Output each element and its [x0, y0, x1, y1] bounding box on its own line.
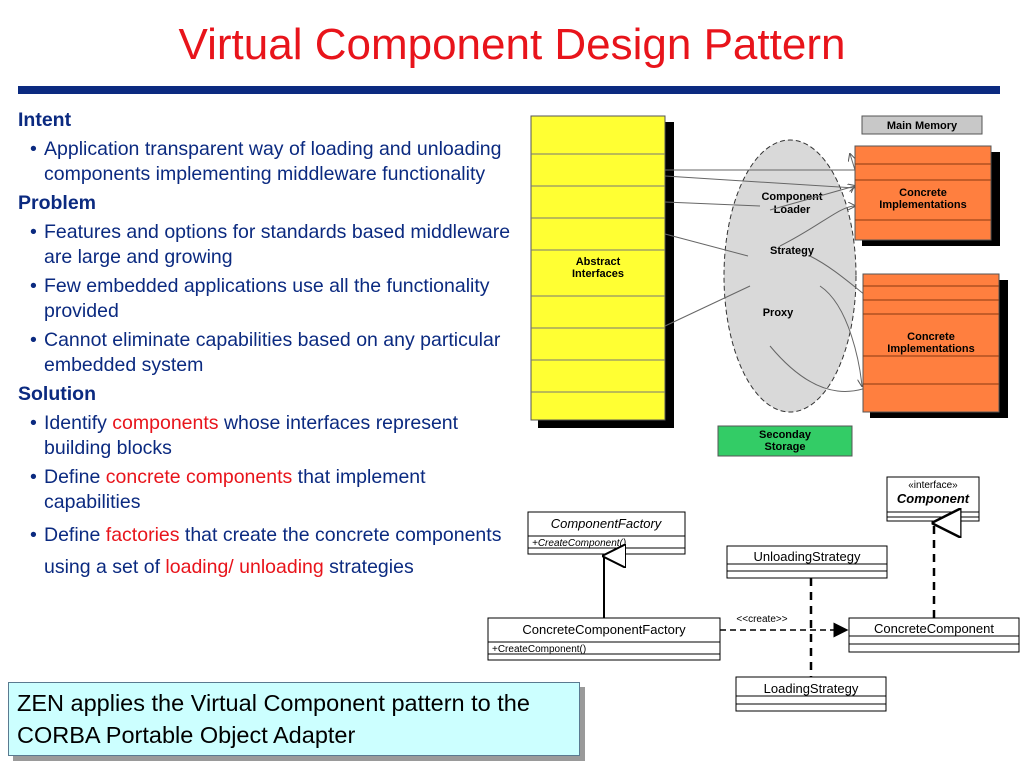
title-rule	[18, 86, 1000, 94]
bullet-text: that create the concrete components usin…	[44, 524, 502, 578]
secondary-storage-box	[717, 425, 853, 457]
main-memory-label: Main Memory	[887, 120, 958, 132]
uml-concrete-component: ConcreteComponent	[848, 617, 1020, 653]
interface-stereotype: «interface»	[908, 480, 958, 491]
bullet-text: Identify	[44, 412, 113, 434]
intent-heading: Intent	[18, 109, 72, 131]
concrete-implementations-box-2: Concrete Implementations	[862, 273, 1008, 418]
bullet-dot: •	[30, 329, 37, 351]
bullet-dot: •	[30, 466, 37, 488]
abstract-interfaces-box: Abstract Interfaces	[530, 115, 674, 428]
intent-bullet-1: • Application transparent way of loading …	[18, 137, 518, 187]
component-label: Component	[897, 491, 970, 506]
proxy-label: Proxy	[763, 307, 794, 319]
factory-label: ComponentFactory	[551, 516, 663, 531]
bullet-text: Features and options for standards based…	[44, 221, 511, 268]
main-memory-box	[861, 115, 983, 135]
highlight-text: factories	[105, 524, 180, 546]
bullet-text: Cannot eliminate capabilities based on a…	[44, 329, 501, 376]
uml-component-interface: «interface» Component	[886, 476, 980, 522]
concrete-label-2a: Concrete	[907, 331, 955, 343]
bullet-dot: •	[30, 275, 37, 297]
strategy-label: Strategy	[770, 245, 815, 257]
concrete-label-1b: Implementations	[879, 199, 966, 211]
abstract-label-1: Abstract	[576, 256, 621, 268]
storage-label-2: Storage	[765, 441, 806, 453]
slide-title: Virtual Component Design Pattern	[178, 20, 846, 69]
bullet-dot: •	[30, 412, 37, 434]
loading-label: LoadingStrategy	[764, 681, 859, 696]
bullet-text: Define	[44, 466, 106, 488]
loader-diagram: Abstract Interfaces Component Loader Str…	[530, 115, 1008, 457]
uml-loading-strategy: LoadingStrategy	[735, 676, 887, 712]
loader-label-2: Loader	[774, 204, 811, 216]
problem-heading: Problem	[18, 192, 97, 214]
bullet-text: that implement capabilities	[44, 466, 426, 513]
concrete-implementations-box-1: Concrete Implementations	[854, 145, 1000, 246]
uml-concrete-component-factory: ConcreteComponentFactory +CreateComponen…	[487, 617, 721, 661]
zen-callout: ZEN applies the Virtual Component patter…	[8, 682, 580, 756]
bullet-text: Few embedded applications use all the fu…	[44, 275, 490, 322]
concrete-label-1a: Concrete	[899, 187, 947, 199]
problem-bullet-3: • Cannot eliminate capabilities based on …	[18, 328, 518, 378]
bullet-text: Define	[44, 524, 106, 546]
highlight-text: loading/ unloading	[165, 556, 324, 578]
bullet-text: Application transparent way of loading a…	[44, 138, 502, 185]
bullet-text: strategies	[323, 556, 414, 578]
bullet-text: whose interfaces represent building bloc…	[44, 412, 459, 459]
problem-bullet-2: • Few embedded applications use all the f…	[18, 274, 518, 324]
highlight-text: components	[112, 412, 219, 434]
create-label: <<create>>	[736, 614, 787, 625]
concrete-label-2b: Implementations	[887, 343, 974, 355]
solution-bullet-2: • Define concrete components that impleme…	[18, 465, 518, 515]
component-loader-ellipse	[723, 139, 857, 413]
uml-component-factory: ComponentFactory +CreateComponent()	[527, 511, 686, 555]
problem-bullet-1: • Features and options for standards base…	[18, 220, 518, 270]
bullet-dot: •	[30, 221, 37, 243]
loader-label-1: Component	[761, 191, 822, 203]
uml-diagram: «interface» Component ComponentFactory +…	[487, 476, 1020, 712]
uml-unloading-strategy: UnloadingStrategy	[726, 545, 888, 579]
bullet-dot: •	[30, 138, 37, 160]
concrete-factory-op: +CreateComponent()	[492, 644, 586, 655]
abstract-label-2: Interfaces	[572, 268, 624, 280]
text-panel: Intent • Application transparent way of l…	[18, 104, 518, 583]
solution-bullet-3: • Define factories that create the concre…	[18, 519, 518, 583]
concrete-factory-label: ConcreteComponentFactory	[522, 622, 686, 637]
concrete-component-label: ConcreteComponent	[874, 621, 994, 636]
solution-heading: Solution	[18, 383, 96, 405]
factory-op: +CreateComponent()	[532, 538, 626, 549]
highlight-text: concrete components	[105, 466, 293, 488]
storage-label-1: Seconday	[759, 429, 812, 441]
unloading-label: UnloadingStrategy	[754, 549, 861, 564]
bullet-dot: •	[30, 524, 37, 546]
solution-bullet-1: • Identify components whose interfaces re…	[18, 411, 518, 461]
